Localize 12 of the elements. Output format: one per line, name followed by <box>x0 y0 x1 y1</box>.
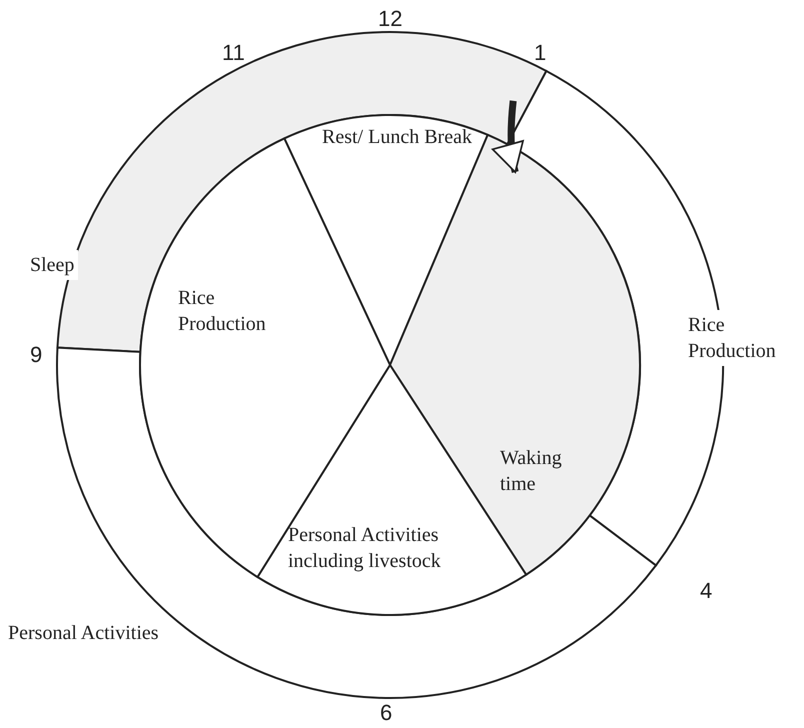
clock-number: 11 <box>222 40 245 66</box>
clock-number: 1 <box>534 40 546 66</box>
hollow-arrow <box>492 100 525 173</box>
clock-number: 6 <box>380 700 392 726</box>
segment-label: Rest/ Lunch Break <box>322 125 472 150</box>
segment-label: Personal Activities including livestock <box>288 523 442 574</box>
segment-label: Personal Activities <box>8 621 159 646</box>
segment-label: Rice Production <box>178 286 267 337</box>
segment-label: Waking time <box>500 446 563 497</box>
clock-number: 12 <box>378 6 402 32</box>
clock-number: 4 <box>700 578 712 604</box>
clock-number: 9 <box>30 342 42 368</box>
